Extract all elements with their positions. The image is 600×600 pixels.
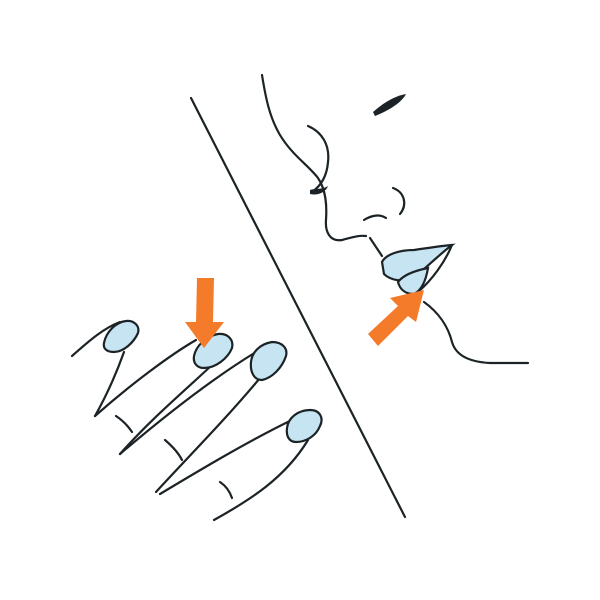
- divider-line: [189, 96, 407, 519]
- lower-lip: [396, 266, 430, 296]
- arrow-down-icon: [185, 278, 224, 348]
- hand-fingers-icon: [70, 319, 323, 522]
- face-profile-icon: [260, 73, 530, 365]
- arrow-diagonal-icon: [368, 290, 424, 346]
